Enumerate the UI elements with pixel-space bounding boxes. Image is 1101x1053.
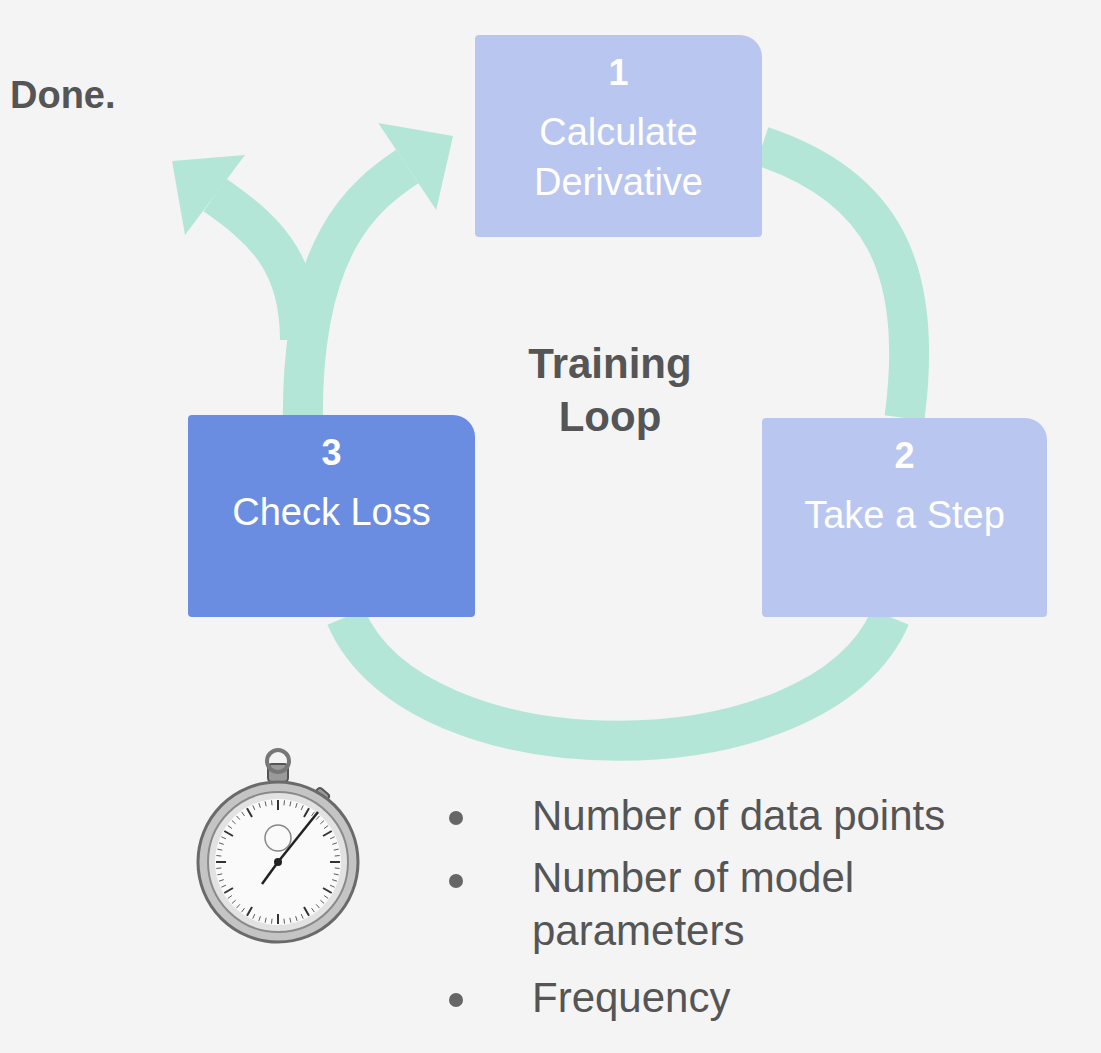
bullet-text: Number of data points [532, 790, 945, 843]
watch-tick [304, 907, 309, 916]
watch-tick [259, 803, 261, 808]
watch-tick [221, 885, 226, 887]
connector-line [762, 146, 909, 418]
watch-tick [332, 843, 337, 845]
watch-tick [221, 837, 226, 839]
watch-tick [330, 885, 335, 887]
step-label: Calculate Derivative [489, 108, 748, 207]
watch-tick [334, 874, 339, 875]
watch-tick [271, 919, 273, 924]
watch-tick [334, 849, 339, 850]
watch-hand [278, 812, 318, 862]
watch-tick [247, 907, 252, 916]
watch-tick [324, 896, 328, 899]
step-number: 1 [608, 51, 628, 94]
watch-hand-tail [262, 862, 278, 884]
loop-title: Training Loop [505, 338, 715, 443]
watch-tick [301, 914, 303, 919]
watch-tick [216, 855, 221, 857]
watch-tick [277, 800, 279, 810]
watch-tick [219, 880, 224, 882]
watch-tick [242, 812, 245, 816]
watch-tick [330, 861, 340, 863]
watch-tick [217, 874, 222, 875]
watch-tick [259, 916, 261, 921]
watch-tick [216, 867, 221, 869]
watch-tick [219, 843, 224, 845]
step-number: 2 [894, 434, 914, 477]
watch-tick [296, 803, 298, 808]
watch-tick [224, 831, 233, 836]
arrowhead [378, 123, 453, 210]
watch-tick [323, 831, 332, 836]
watch-tick [301, 805, 303, 810]
step-label: Check Loss [232, 488, 431, 537]
step-number: 3 [321, 431, 341, 474]
done-branch [215, 195, 300, 340]
watch-tick [265, 918, 266, 923]
connector-line [303, 167, 407, 415]
watch-subdial [265, 825, 291, 851]
end-label: Done. [10, 72, 116, 120]
step-label: Take a Step [804, 491, 1005, 540]
watch-tick [332, 880, 337, 882]
watch-tick [283, 919, 285, 924]
process-box: 1Calculate Derivative [475, 35, 762, 237]
watch-tick [253, 914, 255, 919]
watch-tick [271, 800, 273, 805]
watch-tick [232, 821, 236, 824]
bullet-text: Number of model parameters [532, 852, 1052, 957]
watch-case [198, 782, 358, 942]
watch-tick [265, 801, 266, 806]
watch-tick [237, 904, 240, 908]
watch-tick [335, 867, 340, 869]
bullet-dot [449, 874, 463, 888]
watch-tick [323, 888, 332, 893]
watch-tick [283, 800, 285, 805]
watch-tick [290, 801, 291, 806]
watch-tick [228, 826, 232, 829]
loop-connector [346, 617, 890, 741]
watch-ticks [216, 800, 340, 924]
watch-tick [316, 816, 319, 820]
watch-tick [330, 837, 335, 839]
loop-connector [303, 123, 453, 415]
watch-tick [228, 896, 232, 899]
bullet-text: Frequency [532, 972, 730, 1025]
watch-tick [216, 861, 226, 863]
watch-tick [316, 904, 319, 908]
bullet-dot [449, 811, 463, 825]
watch-face [215, 799, 341, 925]
process-box: 2Take a Step [762, 418, 1047, 617]
watch-tick [296, 916, 298, 921]
watch-tick [304, 808, 309, 817]
watch-bezel [208, 792, 348, 932]
watch-pin [274, 858, 282, 866]
watch-tick [290, 918, 291, 923]
watch-tick [247, 808, 252, 817]
watch-tick [320, 821, 324, 824]
watch-tick [242, 908, 245, 912]
watch-tick [335, 855, 340, 857]
connector-line [346, 617, 890, 741]
watch-tick [320, 900, 324, 903]
watch-ring [267, 750, 289, 772]
bullet-dot [449, 993, 463, 1007]
watch-tick [224, 888, 233, 893]
watch-tick [217, 849, 222, 850]
watch-tick [324, 826, 328, 829]
watch-tick [312, 908, 315, 912]
watch-tick [253, 805, 255, 810]
watch-tick [237, 816, 240, 820]
loop-connector [762, 146, 909, 418]
done-arrowhead [172, 155, 245, 235]
active-process-box: 3Check Loss [188, 415, 475, 617]
watch-tick [232, 900, 236, 903]
watch-tick [277, 914, 279, 924]
